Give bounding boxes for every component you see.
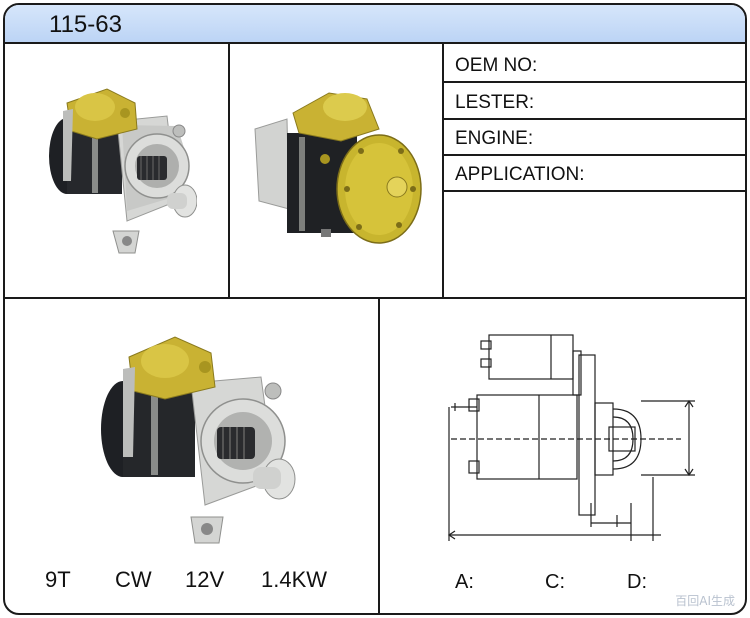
starter-photo-main [101,336,296,544]
spec-row-divider-3 [442,154,745,156]
title-bar: 115-63 [5,5,745,44]
divider-vertical-bottom [378,297,380,613]
starter-photo-front [49,88,197,254]
starter-photo-side [254,92,422,244]
dimension-a-label: A: [455,571,474,593]
rotation-direction: CW [115,567,152,592]
spec-row-divider-1 [442,81,745,83]
lester-label: LESTER: [455,92,535,113]
voltage-rating: 12V [185,567,225,592]
product-sheet: 115-63 OEM NO: LESTER: ENGINE: APPLICATI… [3,3,747,615]
spec-row-divider-4 [442,190,745,192]
divider-vertical-top-right [442,44,444,297]
teeth-count: 9T [45,567,71,592]
divider-horizontal-middle [5,297,745,299]
divider-vertical-top-left [228,44,230,297]
oem-no-label: OEM NO: [455,55,538,76]
part-number-title: 115-63 [49,11,122,38]
engine-label: ENGINE: [455,128,534,149]
power-rating: 1.4KW [261,567,328,592]
application-label: APPLICATION: [455,164,585,185]
spec-row-divider-2 [442,118,745,120]
dimension-drawing [447,334,695,541]
watermark-text: 百回AI生成 [675,594,735,608]
dimension-d-label: D: [627,571,647,593]
dimension-c-label: C: [545,571,565,593]
